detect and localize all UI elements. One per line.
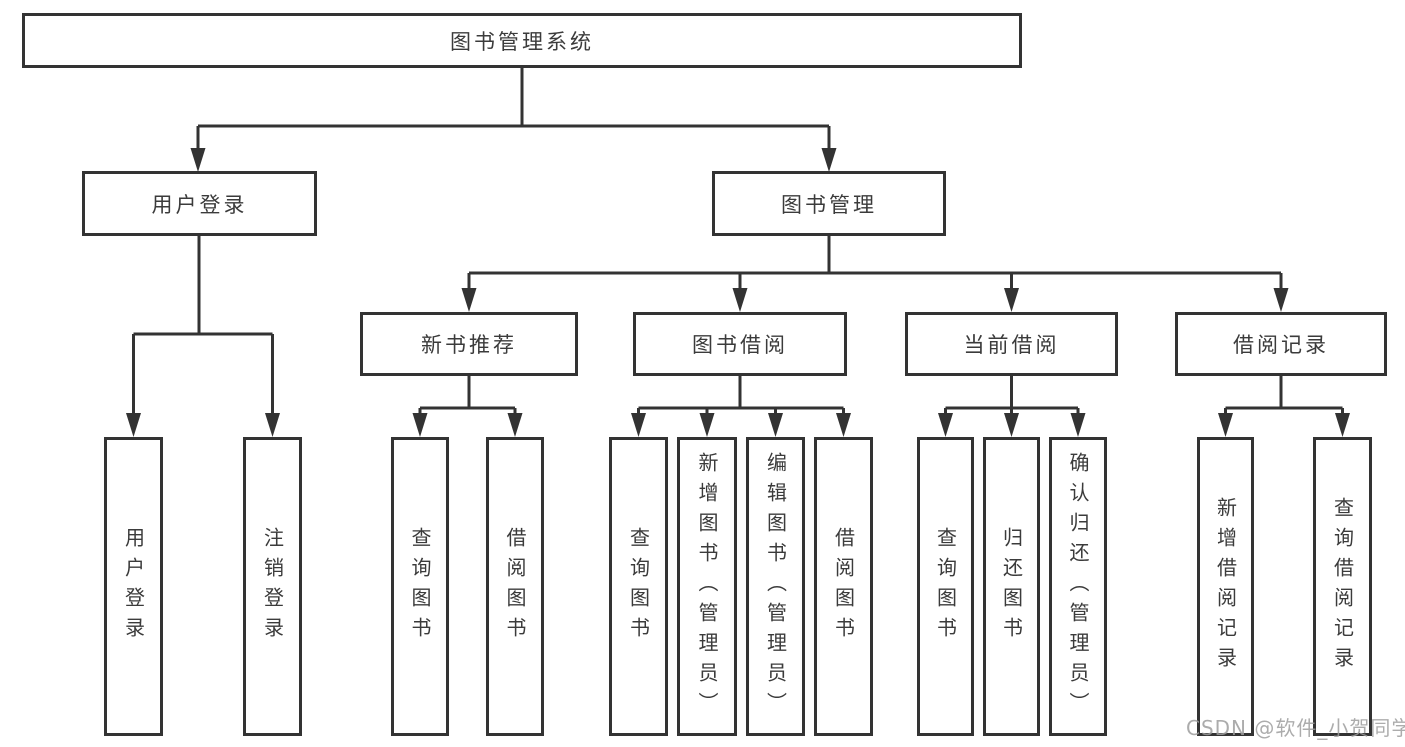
- leaf-label: 查询图书: [933, 526, 958, 647]
- node-new-book-recommend: 新书推荐: [360, 312, 578, 376]
- node-user-login: 用户登录: [82, 171, 317, 236]
- node-book-borrow: 图书借阅: [633, 312, 847, 376]
- leaf-query-books-recommend: 查询图书: [391, 437, 449, 736]
- leaf-logout: 注销登录: [243, 437, 302, 736]
- leaf-query-books-current: 查询图书: [917, 437, 974, 736]
- leaf-label: 编辑图书（管理员）: [763, 451, 788, 722]
- leaf-label: 借阅图书: [831, 526, 856, 647]
- node-book-management: 图书管理: [712, 171, 946, 236]
- csdn-watermark: CSDN @软件_小贺同学: [1186, 716, 1405, 740]
- leaf-add-borrow-record: 新增借阅记录: [1197, 437, 1254, 736]
- node-current-borrow: 当前借阅: [905, 312, 1118, 376]
- leaf-return-books: 归还图书: [983, 437, 1040, 736]
- leaf-label: 新增借阅记录: [1213, 496, 1238, 677]
- node-root-system: 图书管理系统: [22, 13, 1022, 68]
- leaf-edit-books-admin: 编辑图书（管理员）: [746, 437, 805, 736]
- leaf-query-books-borrow: 查询图书: [609, 437, 668, 736]
- leaf-label: 查询图书: [408, 526, 432, 647]
- leaf-query-borrow-record: 查询借阅记录: [1313, 437, 1372, 736]
- leaf-label: 归还图书: [999, 526, 1024, 647]
- leaf-borrow-books: 借阅图书: [814, 437, 873, 736]
- leaf-label: 用户登录: [121, 526, 146, 647]
- leaf-user-login: 用户登录: [104, 437, 163, 736]
- leaf-label: 查询图书: [626, 526, 651, 647]
- leaf-label: 借阅图书: [503, 526, 527, 647]
- leaf-label: 查询借阅记录: [1330, 496, 1355, 677]
- leaf-label: 确认归还（管理员）: [1066, 451, 1090, 722]
- leaf-add-books-admin: 新增图书（管理员）: [677, 437, 737, 736]
- leaf-label: 注销登录: [260, 526, 285, 647]
- leaf-label: 新增图书（管理员）: [695, 451, 719, 722]
- node-borrow-records: 借阅记录: [1175, 312, 1387, 376]
- leaf-borrow-books-recommend: 借阅图书: [486, 437, 544, 736]
- leaf-confirm-return-admin: 确认归还（管理员）: [1049, 437, 1107, 736]
